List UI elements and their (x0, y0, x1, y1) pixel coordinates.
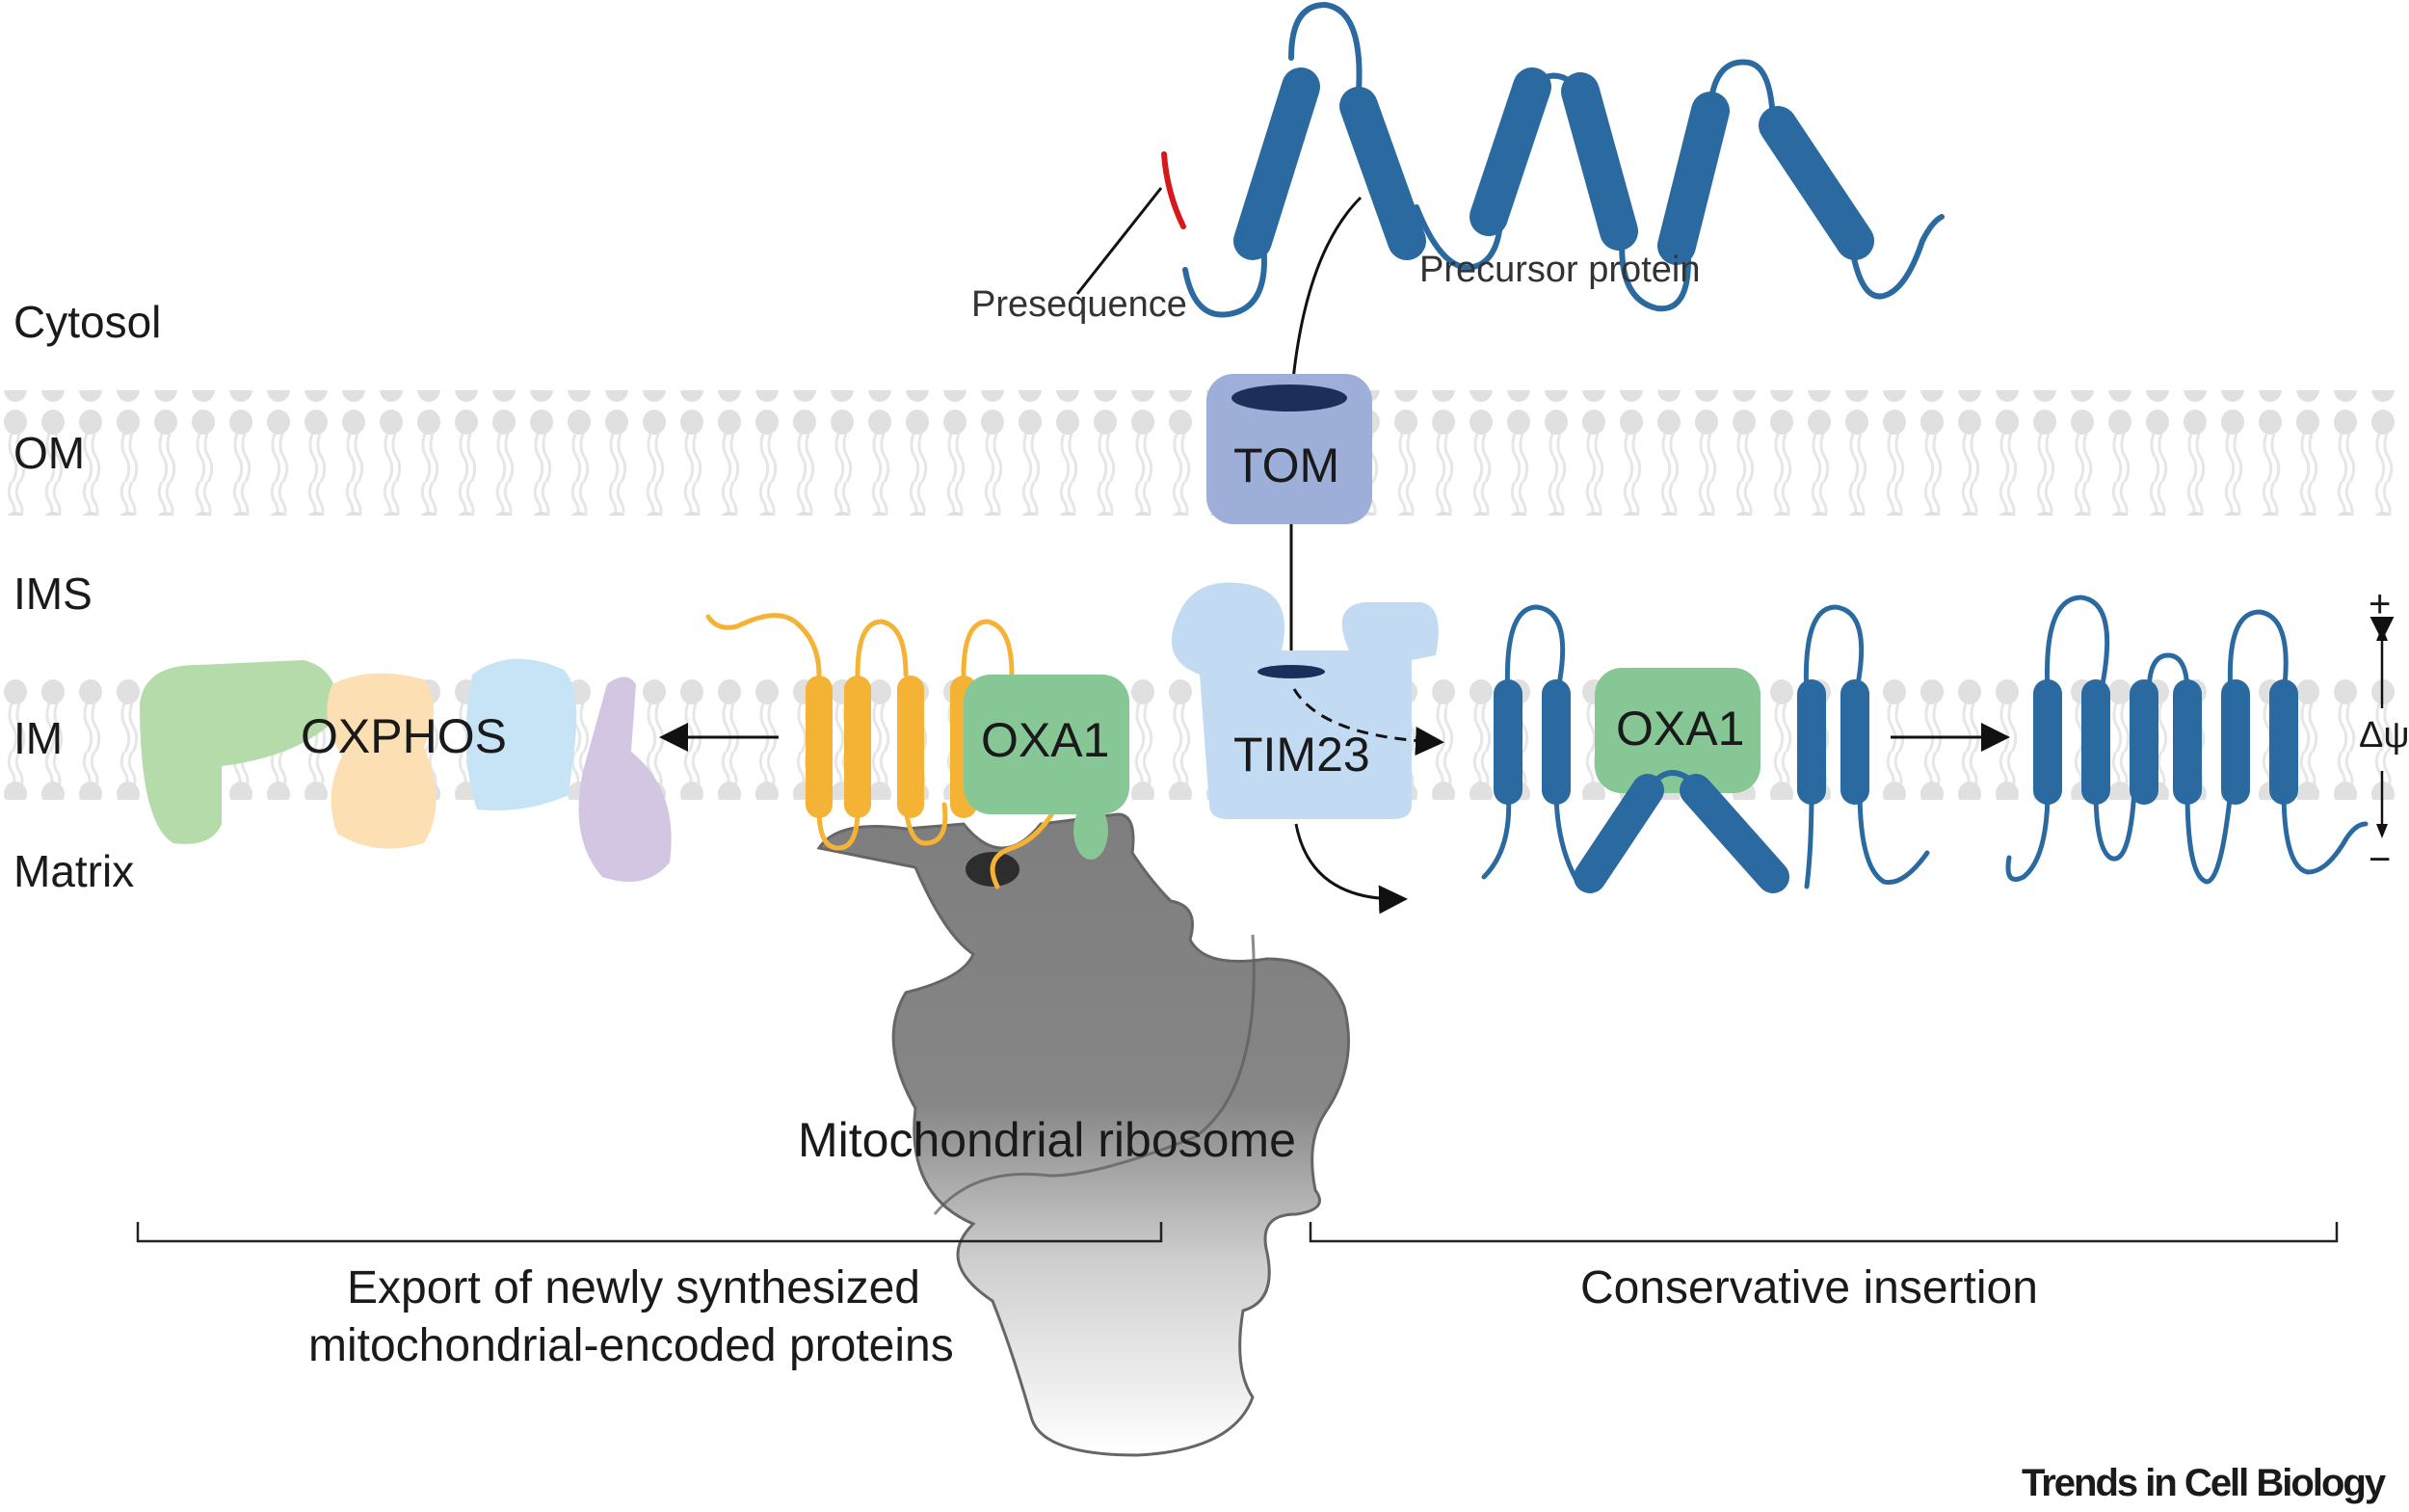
tom-complex: TOM (1206, 374, 1372, 524)
oxa1-left-label: OXA1 (981, 713, 1109, 767)
region-label-matrix: Matrix (13, 846, 134, 896)
tim23-complex: TIM23 (1171, 582, 1439, 819)
region-label-im: IM (13, 713, 63, 763)
mitochondrial-ribosome: Mitochondrial ribosome (798, 812, 1350, 1457)
conservative-caption: Conservative insertion (1580, 1262, 2038, 1313)
potential-plus: + (2369, 583, 2391, 625)
tom-label: TOM (1233, 438, 1339, 492)
tom-pore (1231, 385, 1347, 411)
matrix-import-arrow (1294, 823, 1408, 915)
membrane-potential-indicator: + Δψ − (2359, 583, 2409, 881)
hairpin-helices (1574, 770, 1789, 893)
potential-minus: − (2369, 838, 2391, 881)
region-label-om: OM (13, 428, 85, 478)
export-caption-line2: mitochondrial-encoded proteins (308, 1320, 954, 1371)
precursor-protein-label: Precursor protein (1419, 250, 1700, 290)
tim23-pore (1257, 665, 1325, 678)
conservative-bracket (1309, 1222, 2339, 1243)
export-caption-line1: Export of newly synthesized (347, 1262, 920, 1313)
insertion-intermediate (1481, 604, 1930, 889)
lateral-release-arrow (1292, 688, 1444, 756)
region-label-cytosol: Cytosol (13, 297, 161, 347)
export-bracket (136, 1222, 1163, 1243)
delta-psi-label: Δψ (2359, 715, 2409, 756)
outer-membrane (0, 390, 2409, 516)
oxa1-right: OXA1 (1595, 668, 1760, 793)
region-label-ims: IMS (13, 569, 93, 619)
presequence-segment (1161, 151, 1186, 229)
oxa1-left: OXA1 (964, 675, 1129, 860)
journal-brand: Trends in Cell Biology (2022, 1462, 2387, 1504)
inserted-membrane-protein (2005, 595, 2369, 885)
oxa1-right-label: OXA1 (1616, 702, 1744, 756)
oxphos-label: OXPHOS (301, 709, 507, 763)
presequence-label: Presequence (971, 284, 1187, 325)
tim23-label: TIM23 (1233, 728, 1370, 782)
precursor-protein (1161, 1, 1945, 318)
ribosome-label: Mitochondrial ribosome (798, 1113, 1296, 1167)
presequence-leader-line (1075, 187, 1163, 295)
oxphos-complex: OXPHOS (140, 658, 672, 882)
